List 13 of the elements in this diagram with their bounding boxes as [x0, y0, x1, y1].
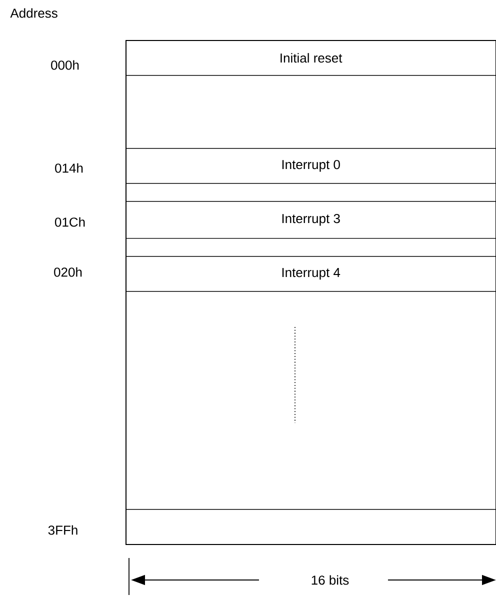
address-label: 014h [55, 163, 83, 173]
memory-map-box [126, 40, 496, 545]
dimension-label: 16 bits [312, 575, 349, 585]
memory-row: Interrupt 3 [126, 201, 496, 239]
memory-row [126, 509, 496, 545]
address-label: 000h [51, 60, 79, 70]
column-heading: Address [10, 8, 58, 18]
memory-row: Interrupt 0 [126, 148, 496, 184]
memory-row: Initial reset [126, 40, 496, 76]
memory-row: Interrupt 4 [126, 256, 496, 292]
address-label: 3FFh [48, 525, 78, 535]
address-label: 01Ch [54, 217, 85, 227]
address-label: 020h [54, 267, 82, 277]
